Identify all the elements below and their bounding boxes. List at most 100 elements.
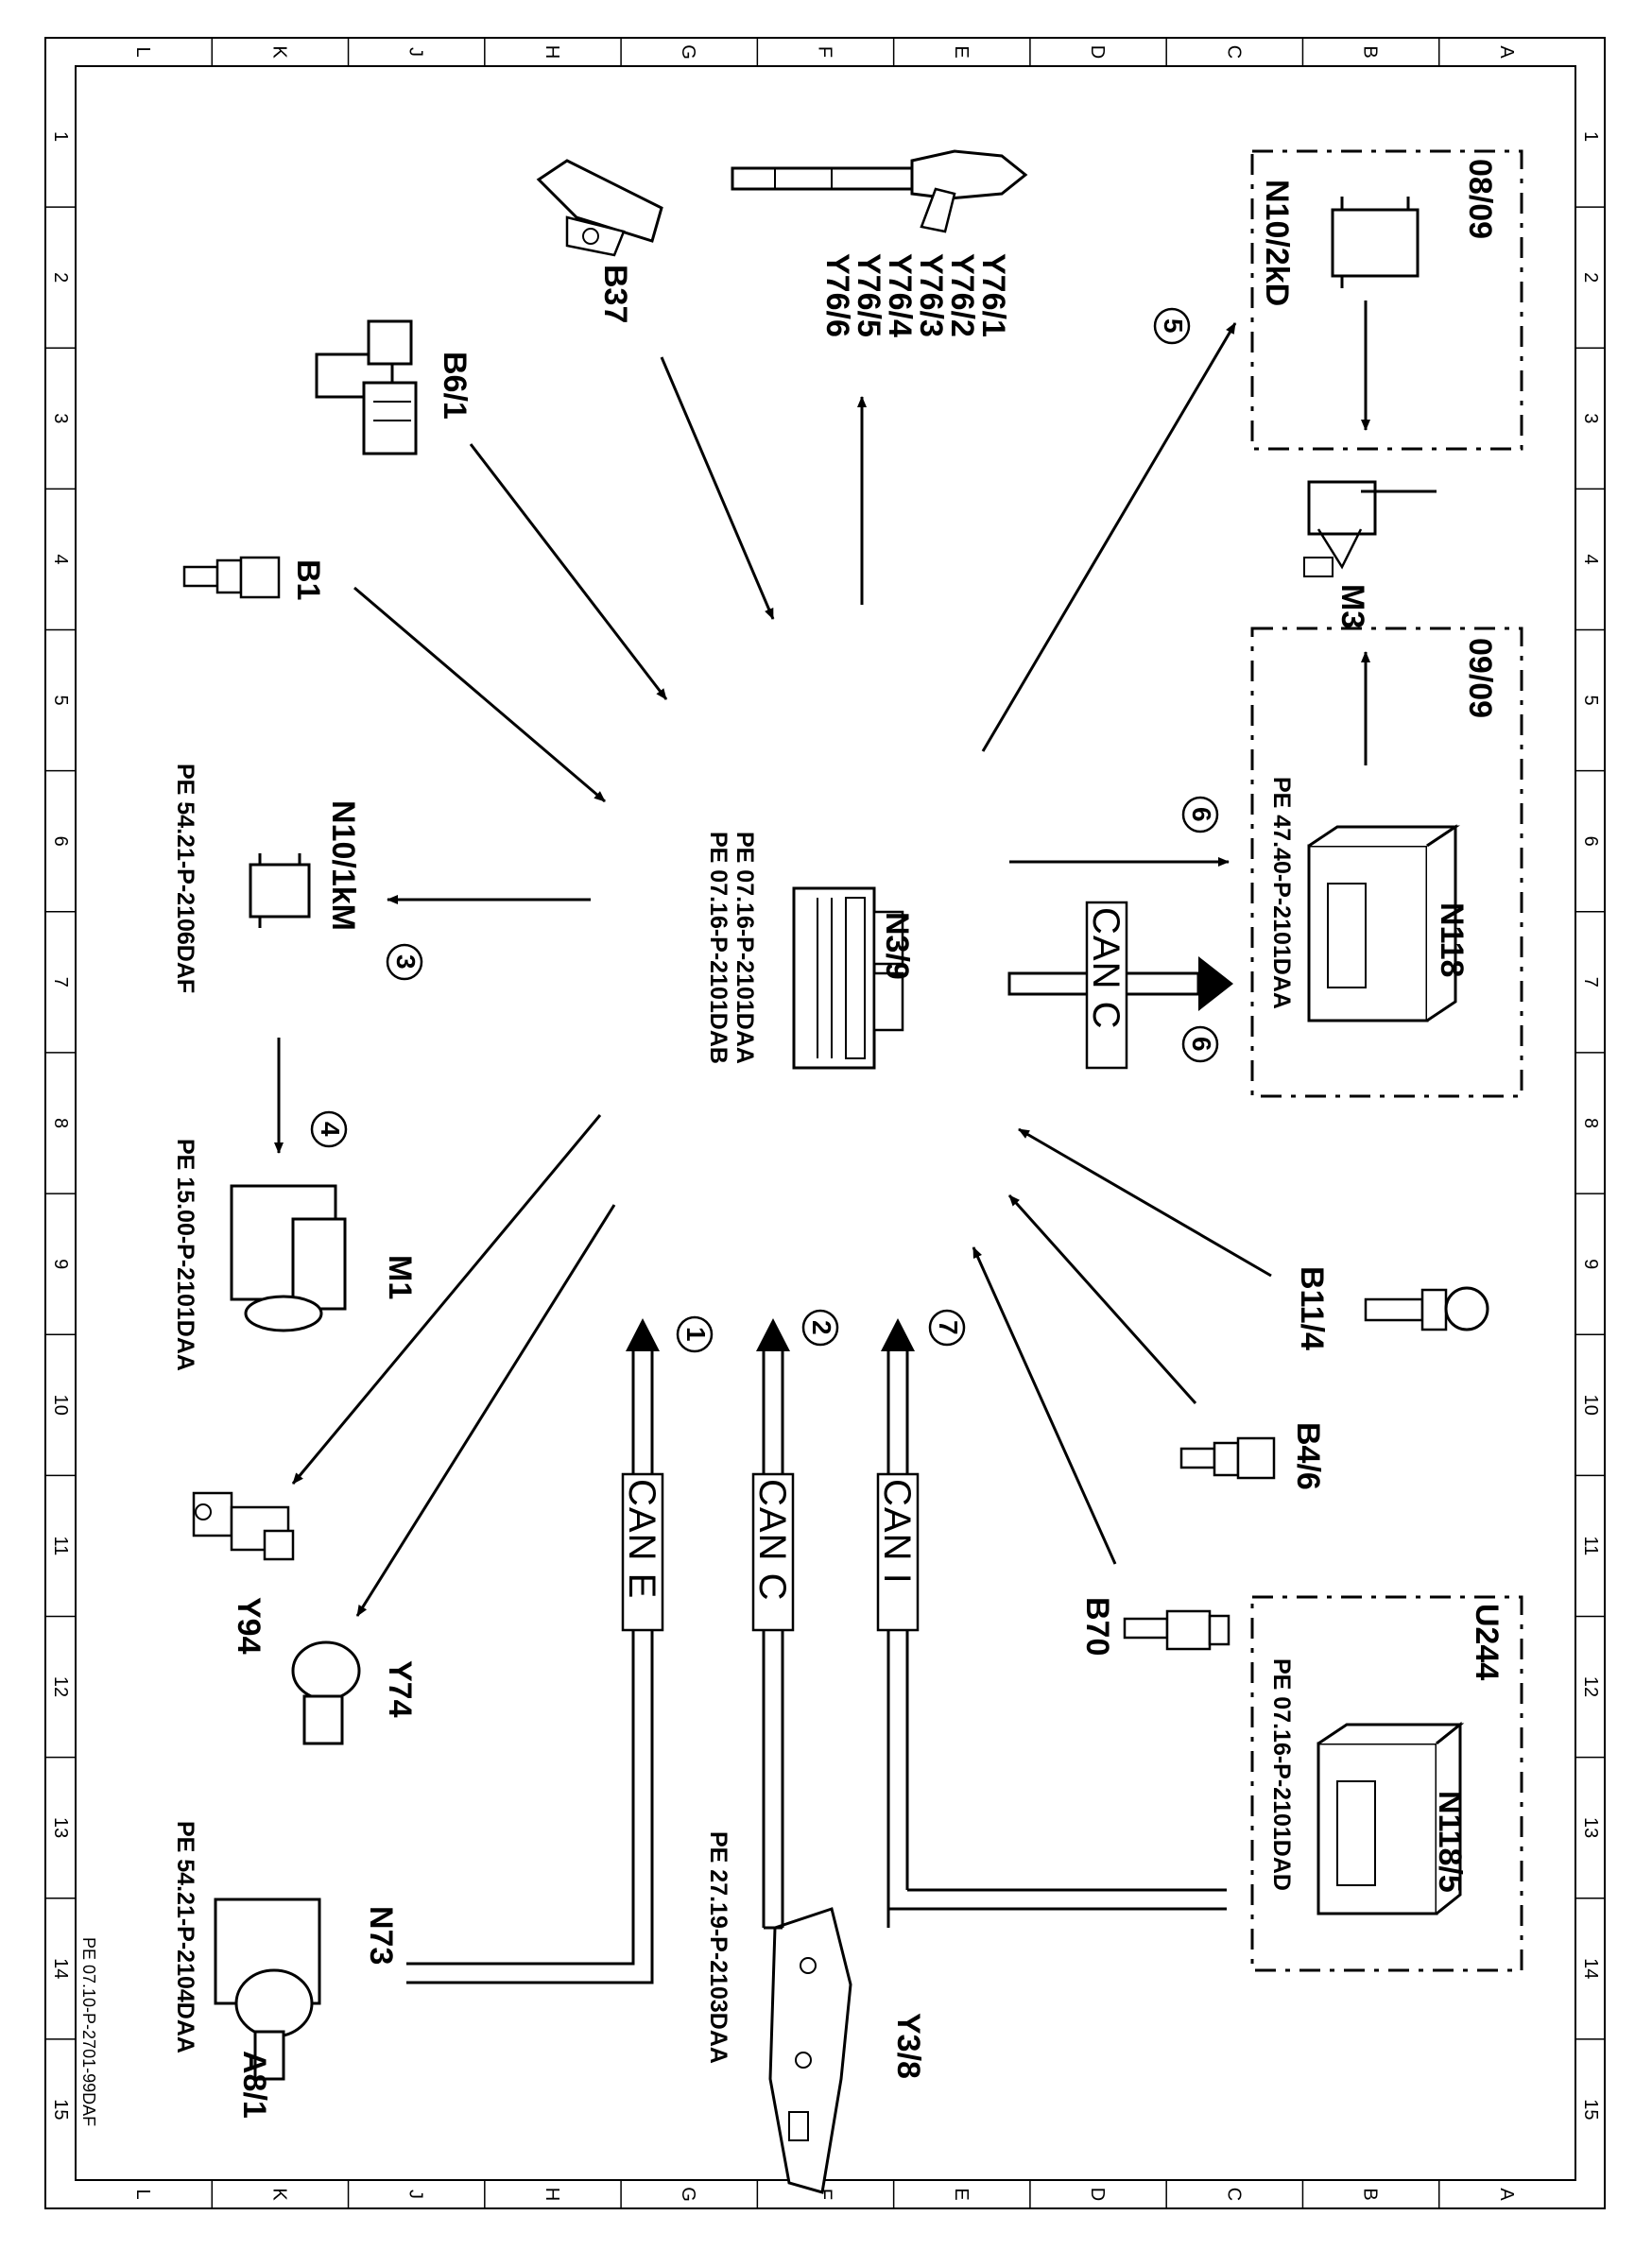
- circle-5: 5: [1153, 307, 1191, 345]
- y76-1-label: Y76/1: [975, 253, 1011, 337]
- arrow-b70: [972, 1246, 1117, 1565]
- arrow-b6-1: [469, 443, 668, 700]
- grid-col-bottom-D: D: [1087, 2188, 1108, 2201]
- grid-col-top-F: F: [815, 46, 835, 58]
- relay-icon: [249, 853, 311, 928]
- grid-row-right-5: 5: [1580, 696, 1601, 706]
- valve-y94: Y94: [192, 1491, 295, 1655]
- arrow-y94: [291, 1114, 602, 1485]
- grid-col-bottom-E: E: [951, 2188, 972, 2200]
- circle-3: 3: [386, 943, 423, 981]
- grid-col-top-C: C: [1223, 45, 1244, 59]
- can-c-label: CAN C: [751, 1479, 793, 1601]
- n10-2-label: N10/2kD: [1259, 180, 1295, 306]
- ecu-n3-9: N3/9 PE 07.16-P-2101DAA PE 07.16-P-2101D…: [705, 832, 915, 1070]
- n10-1-ref: PE 54.21-P-2106DAF: [172, 764, 198, 993]
- grid-row-left-10: 10: [50, 1395, 71, 1416]
- arrow-b4-6: [1007, 1194, 1197, 1405]
- grid-row-right-2: 2: [1580, 272, 1601, 283]
- sensor-b11-4: B11/4: [1294, 1266, 1489, 1350]
- grid-col-top-J: J: [405, 47, 426, 57]
- starter-motor-icon: [230, 1184, 347, 1332]
- svg-text:7: 7: [934, 1320, 963, 1335]
- circle-1: 1: [676, 1315, 714, 1353]
- ecu-n3-9-label: N3/9: [879, 912, 915, 980]
- can-bus-c-right: CAN C: [1007, 901, 1233, 1070]
- sensor-b1: B1: [182, 556, 326, 600]
- valve-body-icon: [768, 1907, 852, 2194]
- camshaft-sensor-icon: [315, 319, 418, 455]
- grid-row-left-12: 12: [50, 1676, 71, 1697]
- fuel-pump-icon: [1303, 480, 1437, 577]
- document-code: PE 07.10-P-2701-99DAF: [79, 1937, 98, 2126]
- grid-row-left-14: 14: [50, 1958, 71, 1979]
- reference-circles: 1 2 7 3 4 5 6 6: [310, 307, 1219, 1353]
- m1-label: M1: [382, 1255, 418, 1299]
- relay-n10-1: N10/1kM PE 54.21-P-2106DAF: [172, 764, 361, 993]
- grid-row-right-15: 15: [1580, 2099, 1601, 2120]
- svg-text:3: 3: [391, 954, 421, 970]
- grid-col-top-D: D: [1087, 45, 1108, 59]
- a8-1-label: A8/1: [236, 2051, 272, 2119]
- arrow-y74: [355, 1204, 616, 1617]
- injectors-y76: Y76/1 Y76/2 Y76/3 Y76/4 Y76/5 Y76/6: [731, 149, 1028, 337]
- y74-label: Y74: [382, 1660, 418, 1718]
- y76-3-label: Y76/3: [913, 253, 949, 337]
- svg-text:2: 2: [807, 1320, 836, 1335]
- regulator-icon: [291, 1640, 361, 1745]
- svg-text:1: 1: [681, 1327, 711, 1342]
- temp-sensor-icon: [182, 556, 281, 599]
- grid-row-left-15: 15: [50, 2099, 71, 2120]
- grid-col-top-E: E: [951, 45, 972, 58]
- ecu-ref-2: PE 07.16-P-2101DAB: [705, 832, 731, 1064]
- n118-5-label: N118/5: [1432, 1791, 1468, 1893]
- m3-label: M3: [1334, 584, 1370, 628]
- grid-row-left-6: 6: [50, 836, 71, 847]
- coolant-sensor-icon: [1364, 1286, 1489, 1331]
- grid-col-bottom-B: B: [1360, 2188, 1381, 2200]
- relay-n10-2-group: 08/09 N10/2kD: [1250, 149, 1523, 451]
- valve-icon: [192, 1491, 295, 1561]
- grid-col-bottom-H: H: [542, 2188, 562, 2201]
- circle-6b: 6: [1181, 1025, 1219, 1063]
- can-bus-i: CAN I: [876, 1318, 1227, 1928]
- grid-col-top-L: L: [132, 46, 153, 57]
- n73-ref: PE 54.21-P-2104DAA: [172, 1821, 198, 2053]
- control-unit-icon: [1316, 1721, 1465, 1915]
- crank-sensor-icon: [1123, 1609, 1230, 1651]
- svg-text:6: 6: [1187, 1037, 1216, 1052]
- grid-row-left-8: 8: [50, 1118, 71, 1128]
- can-c-right-label: CAN C: [1085, 907, 1127, 1029]
- grid-col-bottom-C: C: [1223, 2188, 1244, 2201]
- can-i-label: CAN I: [876, 1479, 918, 1585]
- b70-label: B70: [1079, 1597, 1115, 1656]
- grid-row-left-3: 3: [50, 413, 71, 423]
- pedal-sensor-icon: [536, 159, 663, 257]
- y76-2-label: Y76/2: [944, 253, 980, 337]
- control-unit-n118-group: 09/09 N118 PE 47.40-P-2101DAA: [1250, 627, 1523, 1098]
- control-unit-u244-group: U244 N118/5 PE 07.16-P-2101DAD: [1250, 1595, 1523, 1972]
- arrow-b1: [353, 586, 606, 803]
- b1-label: B1: [290, 559, 326, 600]
- sensor-b4-6: B4/6: [1179, 1422, 1326, 1490]
- grid-row-right-9: 9: [1580, 1259, 1601, 1269]
- n10-2-date: 08/09: [1462, 159, 1498, 239]
- grid-row-left-2: 2: [50, 272, 71, 283]
- grid-row-right-8: 8: [1580, 1118, 1601, 1128]
- circle-4: 4: [310, 1110, 348, 1148]
- ecu-n3-9-icon: [792, 886, 904, 1070]
- y3-8-label: Y3/8: [890, 2013, 926, 2079]
- ecu-ref-1: PE 07.16-P-2101DAA: [731, 832, 758, 1064]
- b37-label: B37: [597, 265, 633, 323]
- grid-row-left-4: 4: [50, 554, 71, 564]
- n118-ref: PE 47.40-P-2101DAA: [1268, 777, 1295, 1009]
- circle-2: 2: [801, 1309, 839, 1347]
- m1-ref: PE 15.00-P-2101DAA: [172, 1139, 198, 1371]
- n118-label: N118: [1434, 902, 1470, 977]
- pressure-sensor-icon: [1179, 1436, 1276, 1480]
- circle-7: 7: [928, 1309, 966, 1347]
- ignition-switch-icon: [214, 1898, 321, 2081]
